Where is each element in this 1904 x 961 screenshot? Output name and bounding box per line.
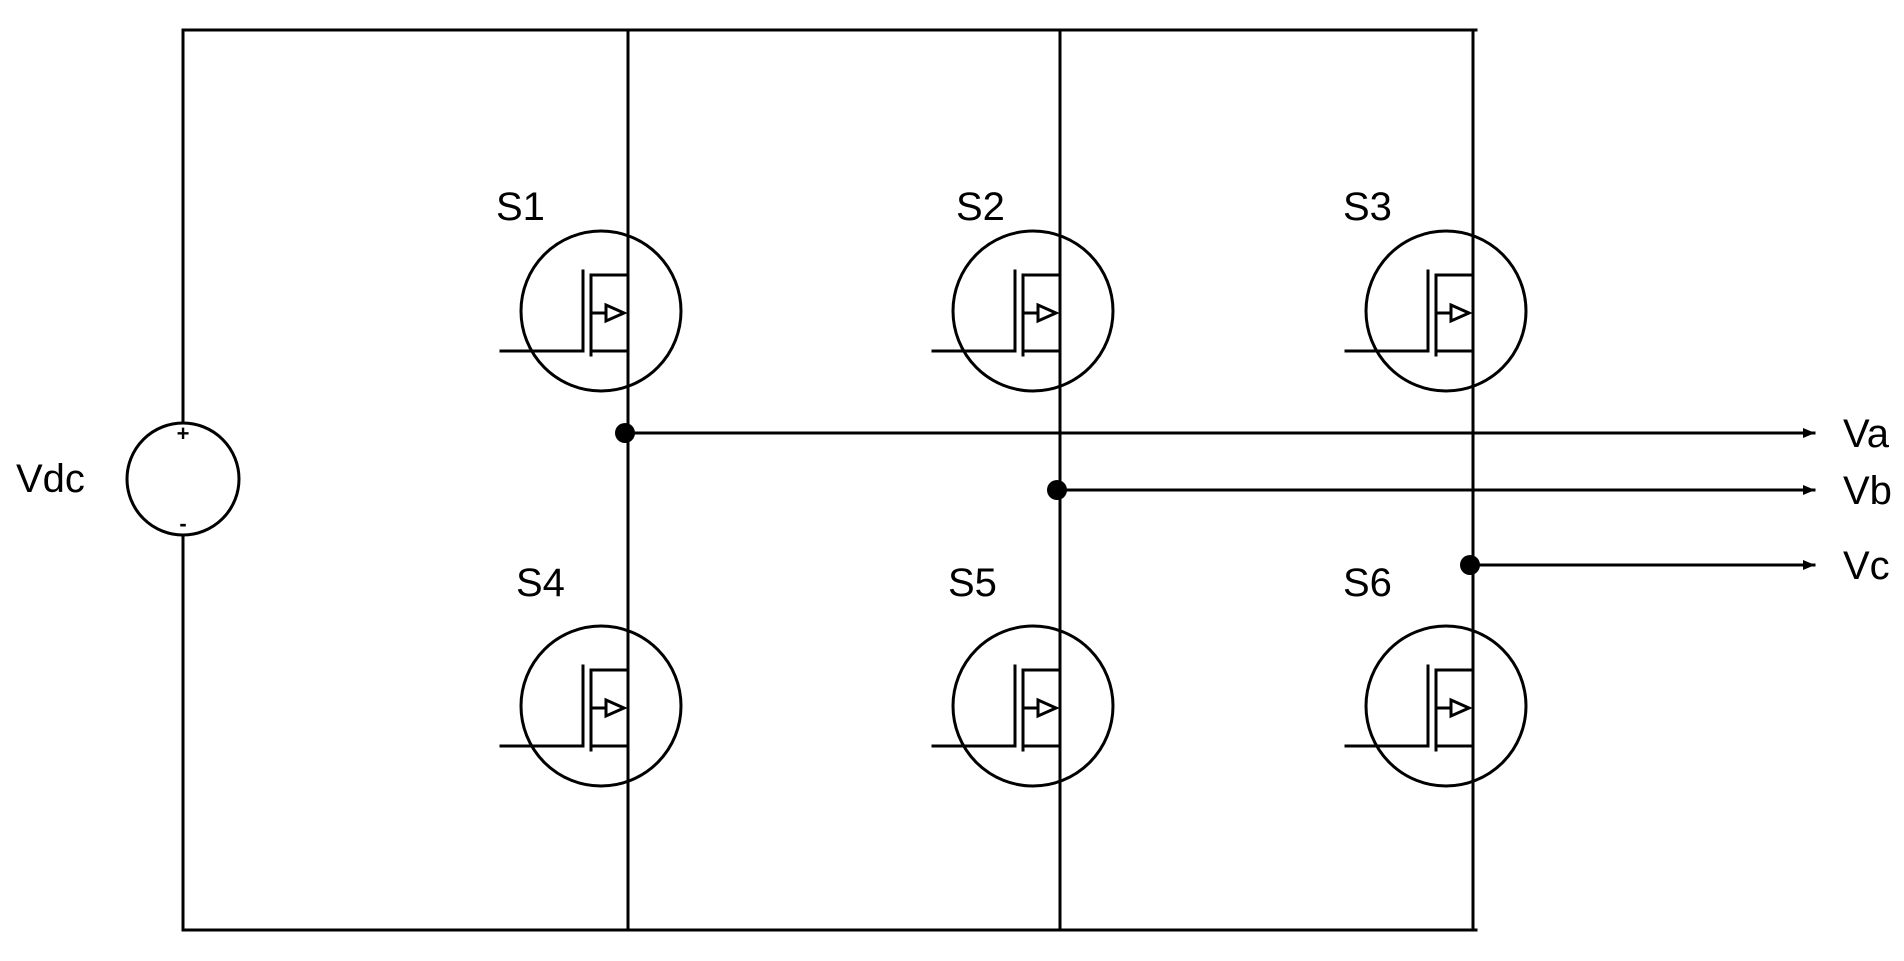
switch-s3	[1344, 204, 1528, 418]
switch-s1-label: S1	[496, 185, 545, 229]
junction-c	[1460, 555, 1480, 575]
switch-s6-label: S6	[1343, 561, 1392, 605]
output-c-label: Vc	[1843, 544, 1890, 588]
junction-b	[1047, 480, 1067, 500]
switch-s1	[499, 204, 683, 418]
dc-source-plus: +	[177, 421, 190, 446]
switch-s4	[499, 599, 683, 813]
dc-source-icon	[125, 421, 241, 537]
dc-source-label: Vdc	[16, 457, 85, 501]
output-b-label: Vb	[1843, 469, 1892, 513]
switch-s5	[931, 599, 1115, 813]
switch-s5-label: S5	[948, 561, 997, 605]
output-a-label: Va	[1843, 412, 1890, 456]
switch-s6	[1344, 599, 1528, 813]
dc-source: + -	[125, 421, 241, 537]
switch-s2-label: S2	[956, 185, 1005, 229]
dc-source-minus: -	[179, 511, 186, 536]
switch-s2	[931, 204, 1115, 418]
switch-s4-label: S4	[516, 561, 565, 605]
switch-s3-label: S3	[1343, 185, 1392, 229]
junction-a	[615, 423, 635, 443]
